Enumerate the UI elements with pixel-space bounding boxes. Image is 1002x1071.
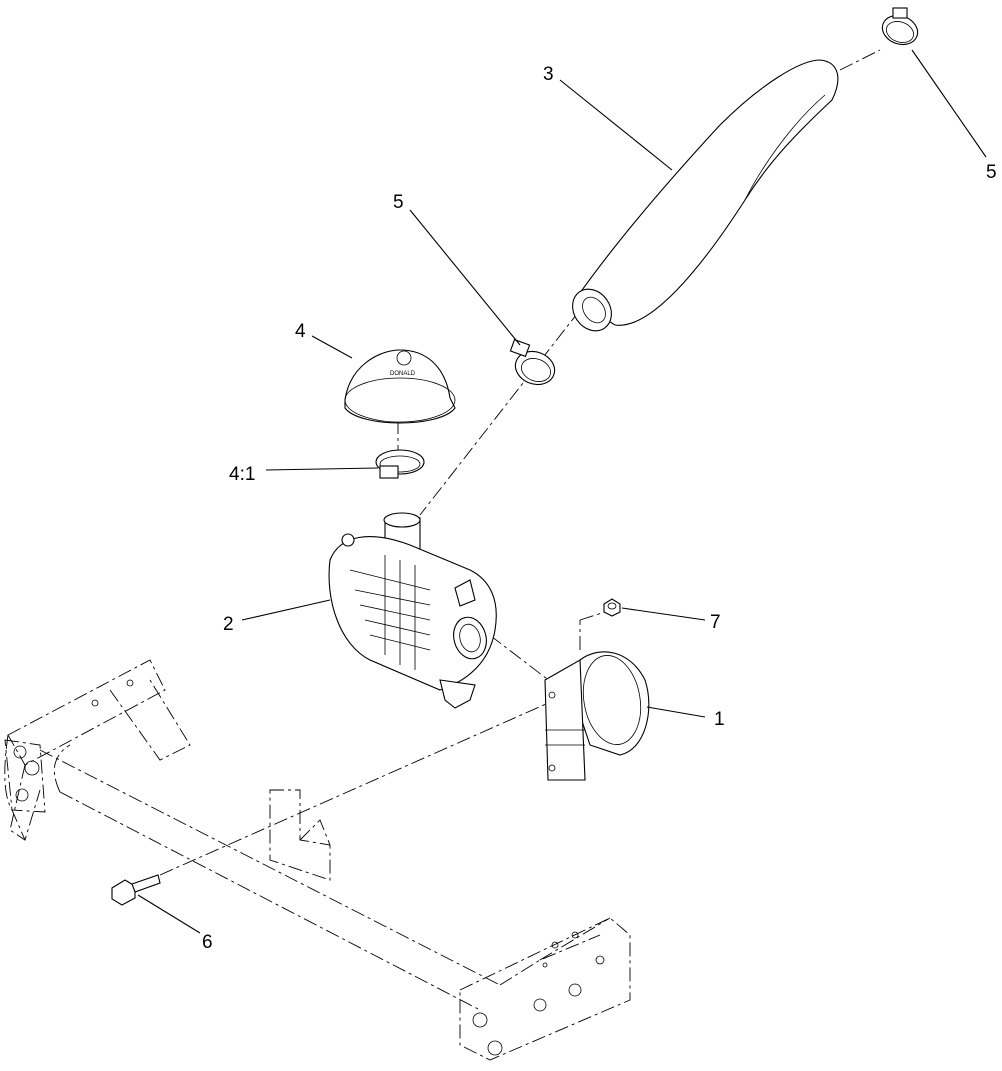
callout-7: 7 [710, 612, 721, 633]
callout-4: 4 [295, 321, 306, 342]
cap-clamp-part-4-1 [375, 449, 425, 479]
callout-labels: 1 2 3 4 4:1 5 5 6 7 [202, 64, 997, 953]
hose-part-3 [572, 59, 839, 332]
bolt-part-6 [111, 874, 161, 906]
rain-cap-part-4: DONALD [344, 349, 456, 424]
hose-clamp-lower-part-5 [509, 338, 556, 386]
hose-clamp-upper-part-5 [881, 7, 919, 46]
callout-2: 2 [223, 614, 234, 635]
callout-6: 6 [202, 932, 213, 953]
frame-crossmember-phantom [4, 659, 631, 1061]
callout-3: 3 [543, 64, 554, 85]
svg-text:DONALD: DONALD [390, 371, 416, 377]
callout-4-1: 4:1 [229, 464, 255, 485]
bracket-part-1 [544, 651, 650, 781]
assembly-centerlines [159, 49, 881, 876]
callout-1: 1 [714, 709, 725, 730]
callout-leaders [137, 49, 987, 934]
nut-part-7 [603, 598, 621, 617]
callout-5-upper: 5 [986, 162, 997, 183]
air-cleaner-part-2 [328, 512, 497, 709]
callout-5-lower: 5 [393, 192, 404, 213]
